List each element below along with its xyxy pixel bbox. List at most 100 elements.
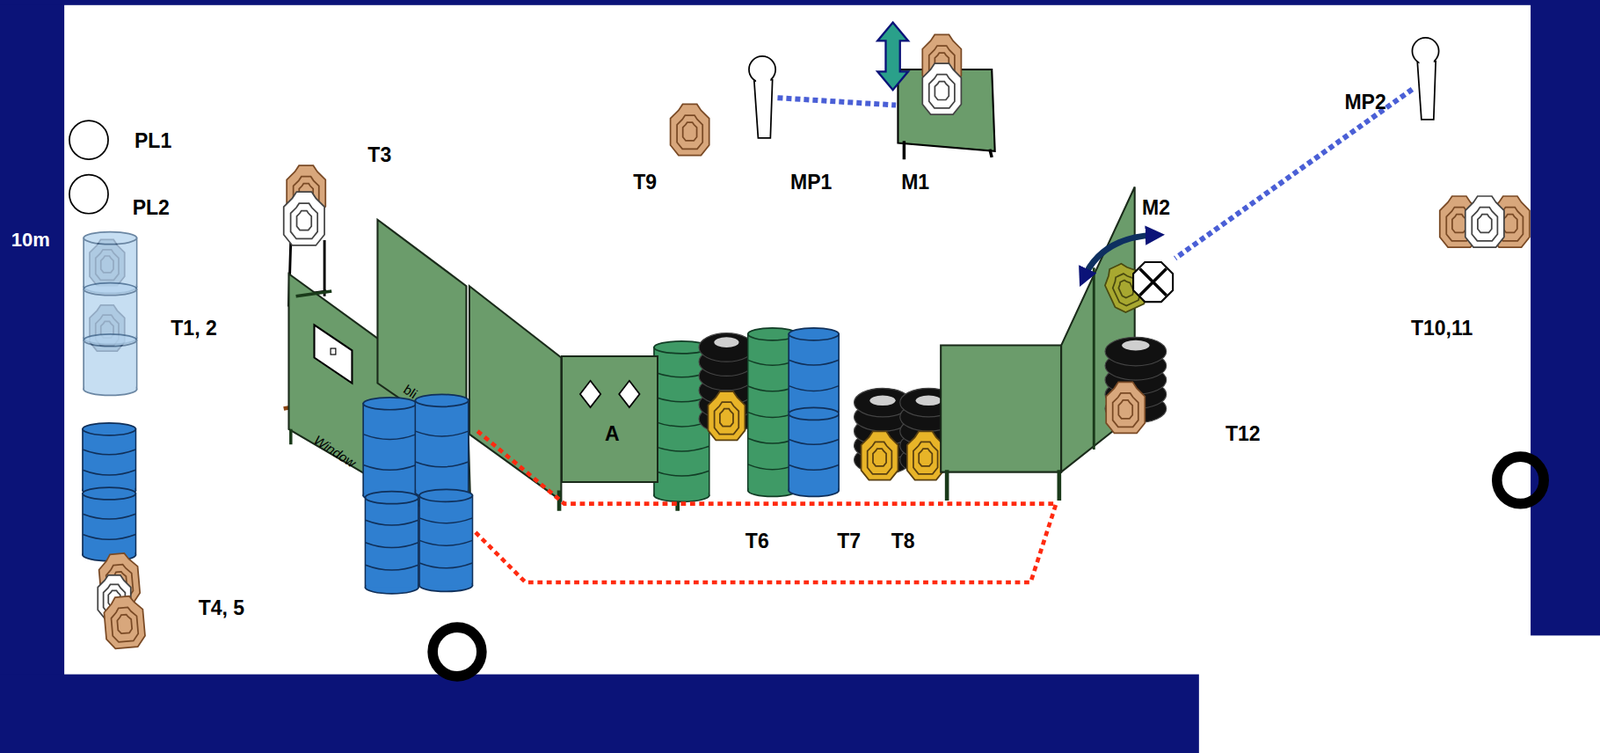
barrel-top	[419, 488, 473, 502]
target-zone	[283, 191, 325, 246]
barrel-body	[82, 429, 136, 491]
barrel	[82, 487, 136, 561]
target-label: T1, 2	[170, 317, 217, 338]
ground-band	[0, 0, 1600, 6]
tyre-hole	[916, 394, 942, 406]
popper-activator: MP2	[1411, 36, 1441, 122]
target-label: T7	[836, 530, 861, 552]
barrel-band	[414, 461, 468, 467]
target-label: T4, 5	[198, 596, 245, 618]
tyre	[698, 333, 755, 363]
target-zone	[110, 606, 139, 643]
barrel-band	[365, 542, 419, 548]
target-zone	[707, 391, 745, 440]
swing-arrow	[1083, 234, 1156, 278]
barrel	[363, 397, 416, 502]
popper-activator	[749, 56, 776, 139]
barrel-fill	[84, 238, 137, 288]
barrel-fill	[415, 400, 468, 493]
target	[922, 63, 961, 115]
target-zone	[1118, 400, 1133, 419]
popper-neck	[756, 77, 771, 84]
target-zone	[861, 430, 899, 480]
barrel-top	[82, 422, 136, 436]
barrel-fill	[363, 403, 415, 496]
barrel-body	[414, 400, 468, 493]
target	[670, 103, 710, 155]
popper-activator	[1411, 37, 1439, 120]
target	[1105, 381, 1145, 433]
barrel-fill	[789, 413, 838, 490]
target	[1465, 196, 1505, 248]
target-zone	[683, 122, 698, 141]
barrel-body	[788, 334, 839, 412]
activation-link	[1175, 89, 1413, 259]
target-zone	[929, 74, 955, 109]
barrel-fill	[789, 334, 838, 412]
target-zone	[102, 594, 146, 649]
barrel-body	[788, 413, 839, 490]
barrel-band	[788, 385, 839, 392]
dimension-label: 10m	[11, 230, 51, 250]
target-zone	[922, 63, 961, 115]
wall-leg	[903, 140, 992, 160]
target	[861, 430, 899, 480]
barrel-band	[788, 438, 839, 444]
barrel-band	[419, 539, 473, 546]
barrel-top	[788, 407, 839, 420]
target-label: T12	[1225, 423, 1261, 444]
start-marker	[432, 626, 482, 677]
barrel-band	[82, 449, 136, 455]
target	[102, 594, 146, 649]
barrel	[82, 422, 136, 497]
popper-body	[754, 80, 773, 139]
node-label: MP1	[790, 171, 832, 192]
shooting-position	[69, 120, 109, 160]
barrel-band	[363, 464, 416, 470]
target-box: A	[560, 355, 658, 483]
target-label: T8	[891, 530, 916, 552]
ground-band	[1530, 0, 1600, 635]
target-zone	[907, 430, 945, 480]
barrel-top	[83, 283, 137, 296]
target-zone	[1503, 214, 1518, 233]
barrel-band	[419, 517, 473, 524]
popper-neck	[1419, 58, 1434, 66]
target-zone	[913, 441, 939, 473]
target-label: PL1	[134, 130, 172, 152]
barrel-fill	[84, 340, 137, 390]
target-zone	[872, 448, 887, 466]
mover-target: M1	[895, 61, 997, 156]
barrel-fill	[365, 497, 418, 588]
barrel-body	[82, 493, 136, 555]
barrel-band	[788, 464, 839, 470]
tyre	[1105, 336, 1167, 366]
activation-link	[777, 97, 896, 105]
wall-leg	[946, 469, 1060, 501]
target-label: T6	[745, 530, 770, 552]
node-label: MP2	[1344, 92, 1386, 113]
target-zone	[1465, 196, 1505, 248]
no-shoot-cross	[1140, 268, 1167, 295]
barrel	[83, 334, 137, 396]
wall-panel	[940, 345, 1062, 473]
target-zone	[867, 441, 893, 473]
swinger-target: M2	[1105, 258, 1176, 308]
target-zone	[1452, 214, 1467, 233]
wall-leg	[290, 290, 332, 444]
node-label: A	[604, 423, 620, 444]
target-label: T3	[367, 145, 392, 166]
ground-band	[0, 674, 1200, 753]
target-zone	[1116, 278, 1135, 299]
tyre-hole	[1121, 340, 1150, 351]
barrel-body	[83, 238, 137, 288]
tyre-hole	[713, 336, 739, 348]
barrel-body	[365, 497, 419, 588]
barrel-body	[83, 340, 137, 390]
tyre-hole	[869, 394, 895, 406]
swinger-post	[1092, 267, 1096, 450]
target-zone	[1112, 392, 1139, 427]
no-shoot-plate	[1133, 261, 1173, 302]
ground-band	[0, 0, 65, 753]
